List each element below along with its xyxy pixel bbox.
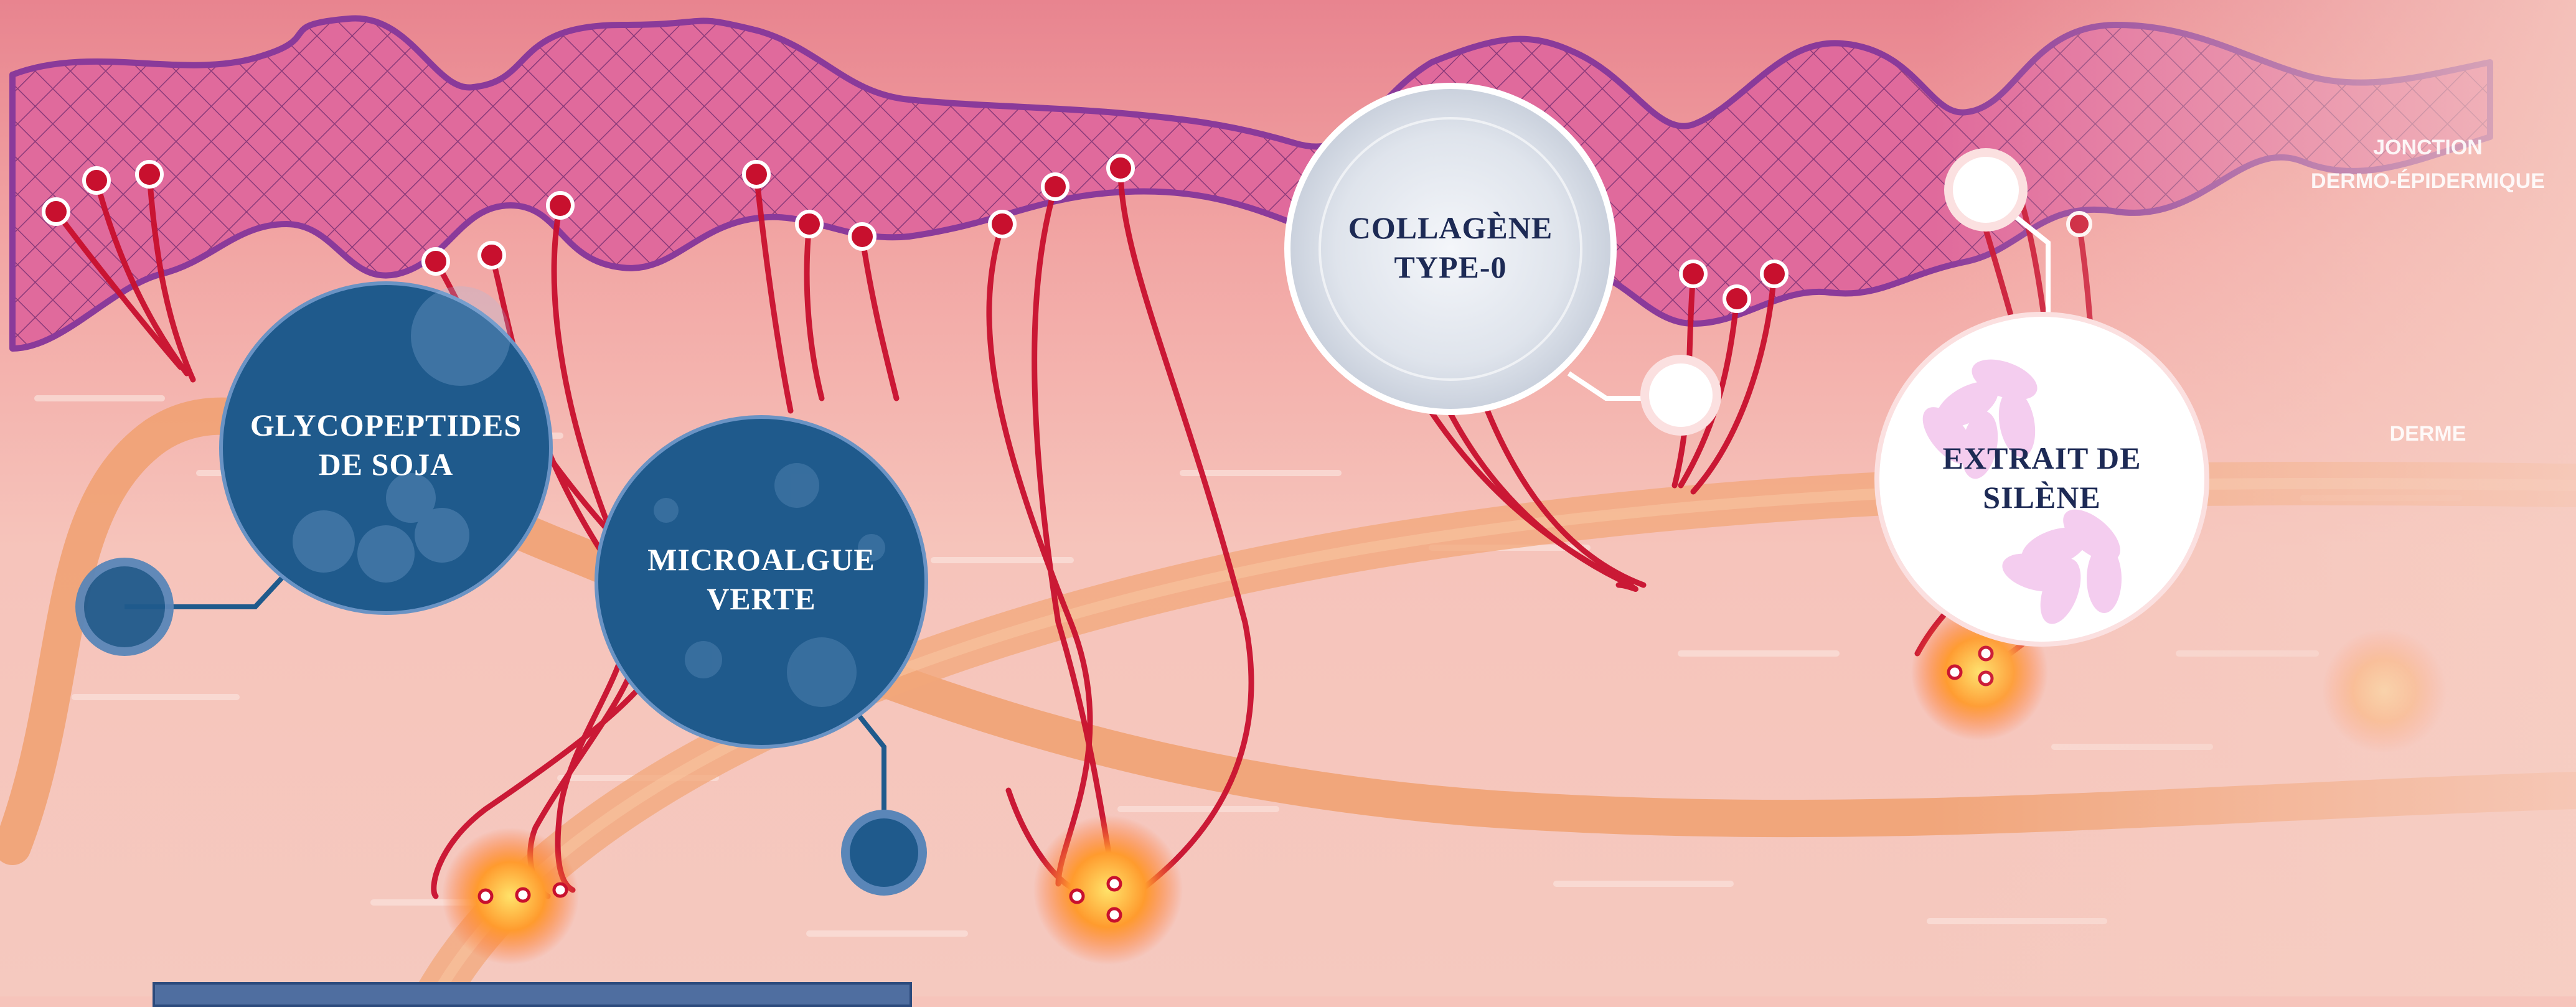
dot-silene [1948, 152, 2023, 227]
label-algue: MICROALGUE VERTE [612, 540, 911, 618]
label-soja-line1: GLYCOPEPTIDES [237, 406, 535, 445]
label-soja: GLYCOPEPTIDES DE SOJA [237, 406, 535, 484]
dot-collagene [1645, 359, 1717, 431]
dot-soja [80, 562, 169, 652]
layer-label-dermis: DERME [2353, 417, 2503, 451]
layer-junction-line2: DERMO-ÉPIDERMIQUE [2291, 164, 2565, 198]
label-collagene: COLLAGÈNE TYPE-0 [1301, 208, 1600, 286]
dot-algue [845, 814, 923, 891]
layer-label-junction: JONCTION DERMO-ÉPIDERMIQUE [2291, 131, 2565, 199]
label-algue-line1: MICROALGUE [612, 540, 911, 579]
layer-junction-line1: JONCTION [2291, 131, 2565, 164]
label-silene: EXTRAIT DE SILÈNE [1892, 439, 2191, 517]
label-collagene-line2: TYPE-0 [1301, 248, 1600, 287]
label-silene-line1: EXTRAIT DE [1892, 439, 2191, 478]
bottom-info-panel [153, 982, 912, 1007]
label-silene-line2: SILÈNE [1892, 478, 2191, 517]
label-soja-line2: DE SOJA [237, 445, 535, 484]
layer-dermis-text: DERME [2390, 422, 2466, 446]
label-algue-line2: VERTE [612, 579, 911, 619]
label-collagene-line1: COLLAGÈNE [1301, 208, 1600, 248]
